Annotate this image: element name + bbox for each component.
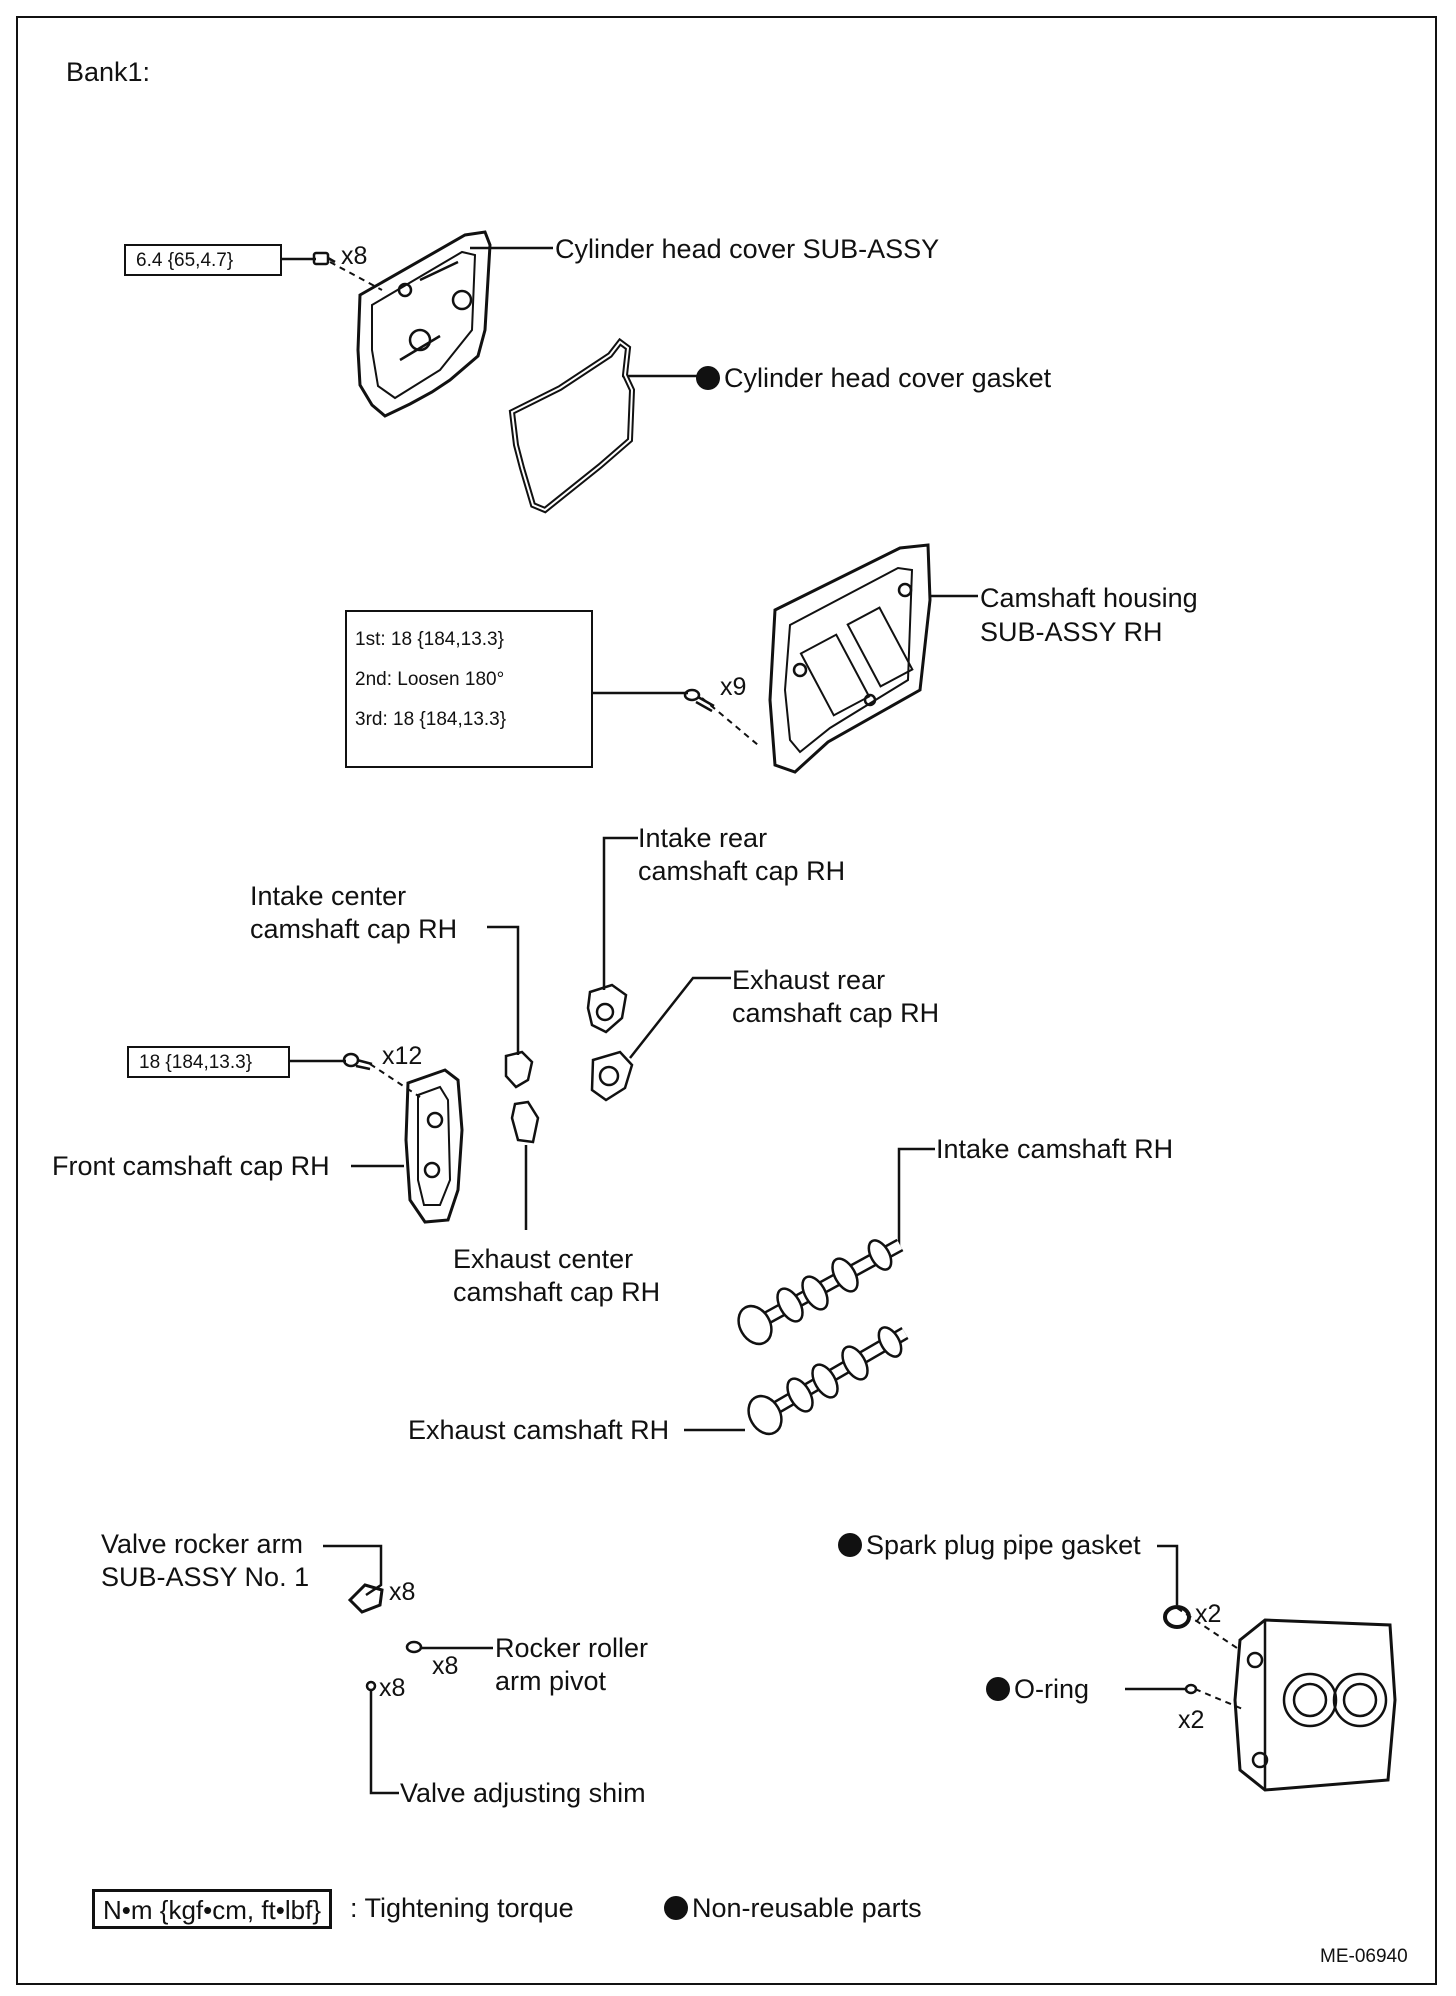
cylinder-head-cover-gasket-shape [508,337,636,514]
label-text: O-ring [1014,1674,1090,1704]
label-text: Cylinder head cover gasket [724,363,1052,393]
housing-bolt [683,688,715,713]
intake-center-cap-shape [504,1050,534,1089]
label-spark-plug-gasket: Spark plug pipe gasket [838,1529,1141,1562]
bank-title: Bank1: [66,57,151,87]
label-o-ring: O-ring [986,1673,1089,1706]
cylinder-head-cover-shape [356,230,492,418]
label-text: Spark plug pipe gasket [866,1530,1141,1560]
label-text: Non-reusable parts [692,1893,922,1923]
torque-step-1: 1st: 18 {184,13.3} [355,629,504,650]
qty-head-cover-bolts: x8 [341,242,368,270]
front-cap-bolt [342,1052,373,1071]
leader-intake-cam [897,1147,935,1250]
label-exhaust-rear-1: Exhaust rear [732,965,886,995]
figure-code: ME-06940 [1320,1946,1408,1967]
spark-plug-gasket-shape [1163,1605,1191,1629]
leader-spark [1157,1544,1179,1605]
leader-intake-rear [602,836,638,990]
label-intake-camshaft: Intake camshaft RH [936,1134,1174,1164]
label-cylinder-head-cover: Cylinder head cover SUB-ASSY [555,234,940,264]
label-rocker-arm-1: Valve rocker arm [101,1529,304,1559]
non-reusable-dot [986,1677,1010,1701]
label-cylinder-head-cover-gasket: Cylinder head cover gasket [696,362,1051,395]
rocker-arm-shape [347,1583,384,1614]
label-front-cap: Front camshaft cap RH [52,1151,330,1181]
front-camshaft-cap-shape [404,1068,464,1224]
label-intake-rear-1: Intake rear [638,823,768,853]
non-reusable-dot [696,366,720,390]
torque-box-front-cap: 18 {184,13.3} [127,1046,290,1078]
leader-intake-center [487,925,520,1055]
qty-shim: x8 [379,1674,406,1702]
leader-exhaust-rear [629,976,731,1059]
torque-step-3: 3rd: 18 {184,13.3} [355,709,507,730]
diagram-frame [16,16,1437,1985]
label-intake-rear-2: camshaft cap RH [638,856,846,886]
exhaust-camshaft-shape [747,1326,909,1436]
qty-o-ring: x2 [1178,1706,1205,1734]
label-rocker-arm-2: SUB-ASSY No. 1 [101,1562,310,1592]
pivot-shape [405,1640,423,1654]
exhaust-center-cap-shape [510,1100,540,1144]
intake-rear-cap-shape [586,983,628,1034]
qty-pivot: x8 [432,1652,459,1680]
label-intake-center-1: Intake center [250,881,407,911]
o-ring-shape [1184,1683,1198,1695]
torque-box-head-cover: 6.4 {65,4.7} [124,244,282,276]
label-camshaft-housing-1: Camshaft housing [980,583,1198,613]
label-pivot-2: arm pivot [495,1666,607,1696]
leader-rocker [323,1544,383,1597]
label-camshaft-housing-2: SUB-ASSY RH [980,617,1163,647]
qty-spark-gasket: x2 [1195,1600,1222,1628]
torque-box-housing: 1st: 18 {184,13.3} 2nd: Loosen 180° 3rd:… [345,610,593,768]
legend-torque-text: : Tightening torque [350,1893,574,1923]
shim-shape [365,1680,377,1692]
qty-front-cap-bolts: x12 [382,1042,423,1070]
non-reusable-dot [838,1533,862,1557]
head-cover-bolt [312,251,336,266]
legend-nonreusable: Non-reusable parts [664,1892,922,1925]
label-exhaust-rear-2: camshaft cap RH [732,998,940,1028]
leader-shim [369,1690,399,1795]
torque-step-2: 2nd: Loosen 180° [355,669,505,690]
label-exhaust-center-2: camshaft cap RH [453,1277,661,1307]
intake-camshaft-shape [737,1238,904,1346]
non-reusable-dot [664,1896,688,1920]
label-intake-center-2: camshaft cap RH [250,914,458,944]
qty-housing-bolts: x9 [720,673,747,701]
label-exhaust-center-1: Exhaust center [453,1244,634,1274]
cylinder-head-shape [1233,1618,1397,1792]
exhaust-rear-cap-shape [590,1050,634,1102]
camshaft-housing-shape [768,543,932,774]
label-shim: Valve adjusting shim [400,1778,646,1808]
label-exhaust-camshaft: Exhaust camshaft RH [408,1415,670,1445]
label-pivot-1: Rocker roller [495,1633,649,1663]
qty-rocker-arm: x8 [389,1578,416,1606]
legend-torque-unit: N•m {kgf•cm, ft•lbf} [92,1889,333,1929]
